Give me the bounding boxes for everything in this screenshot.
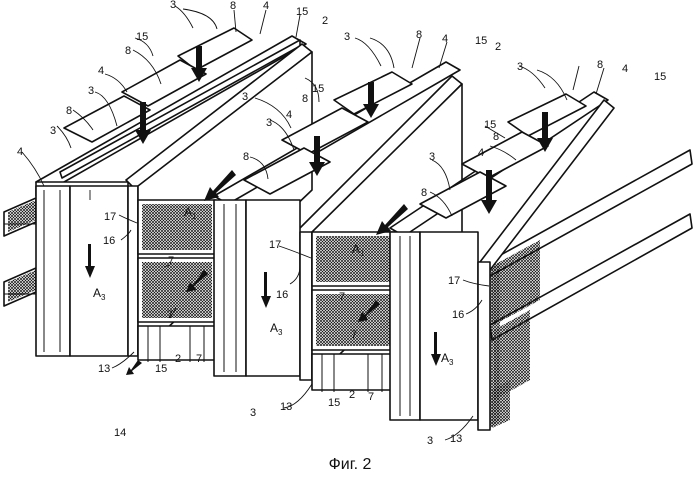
label-8-a: 8 <box>230 0 236 12</box>
label-2-a: 2 <box>322 15 328 27</box>
label-7-d: 7 <box>351 329 357 341</box>
label-3-c: 3 <box>50 125 56 137</box>
label-15-g: 15 <box>155 363 167 375</box>
left-fins <box>4 198 36 306</box>
label-3-i: 3 <box>250 407 256 419</box>
label-4-g: 4 <box>622 63 628 75</box>
label-3-e: 3 <box>266 117 272 129</box>
label-3-j: 3 <box>427 435 433 447</box>
label-8-f: 8 <box>243 151 249 163</box>
label-8-b: 8 <box>125 45 131 57</box>
label-16-c: 16 <box>452 309 464 321</box>
label-3-b: 3 <box>88 85 94 97</box>
label-7-f: 7 <box>368 391 374 403</box>
channel-left <box>138 200 216 362</box>
label-16-a: 16 <box>103 235 115 247</box>
label-15-c: 15 <box>475 35 487 47</box>
label-3-f: 3 <box>242 91 248 103</box>
label-8-g: 8 <box>597 59 603 71</box>
arrow-lead-14 <box>126 360 142 375</box>
label-4-e: 4 <box>286 109 292 121</box>
label-3-d: 3 <box>344 31 350 43</box>
label-13-b: 13 <box>280 401 292 413</box>
label-8-e: 8 <box>302 93 308 105</box>
label-3-h: 3 <box>429 151 435 163</box>
label-7-e: 7 <box>196 353 202 365</box>
label-17-c: 17 <box>448 275 460 287</box>
label-8-i: 8 <box>421 187 427 199</box>
label-4-b: 4 <box>98 65 104 77</box>
label-4-h: 4 <box>478 147 484 159</box>
figure-caption: Фиг. 2 <box>0 456 700 474</box>
label-8-c: 8 <box>66 105 72 117</box>
label-4-a: 4 <box>263 0 269 12</box>
label-2-b: 2 <box>495 41 501 53</box>
label-2-c: 2 <box>175 353 181 365</box>
label-8-d: 8 <box>416 29 422 41</box>
label-15-f: 15 <box>484 119 496 131</box>
label-15-a: 15 <box>296 6 308 18</box>
label-7-c: 7 <box>339 291 345 303</box>
label-7-b: 7 <box>167 309 173 321</box>
label-14: 14 <box>114 427 126 439</box>
channel-middle <box>312 232 394 392</box>
label-4-d: 4 <box>442 33 448 45</box>
label-3-a: 3 <box>170 0 176 11</box>
label-7-a: 7 <box>168 255 174 267</box>
label-8-h: 8 <box>493 131 499 143</box>
label-3-g: 3 <box>517 61 523 73</box>
label-15-d: 15 <box>312 83 324 95</box>
label-2-d: 2 <box>349 389 355 401</box>
label-15-b: 15 <box>136 31 148 43</box>
label-15-h: 15 <box>328 397 340 409</box>
label-17-b: 17 <box>269 239 281 251</box>
label-17-a: 17 <box>104 211 116 223</box>
label-4-c: 4 <box>17 146 23 158</box>
label-13-c: 13 <box>450 433 462 445</box>
label-16-b: 16 <box>276 289 288 301</box>
right-fins <box>488 150 692 428</box>
label-13-a: 13 <box>98 363 110 375</box>
label-15-e: 15 <box>654 71 666 83</box>
